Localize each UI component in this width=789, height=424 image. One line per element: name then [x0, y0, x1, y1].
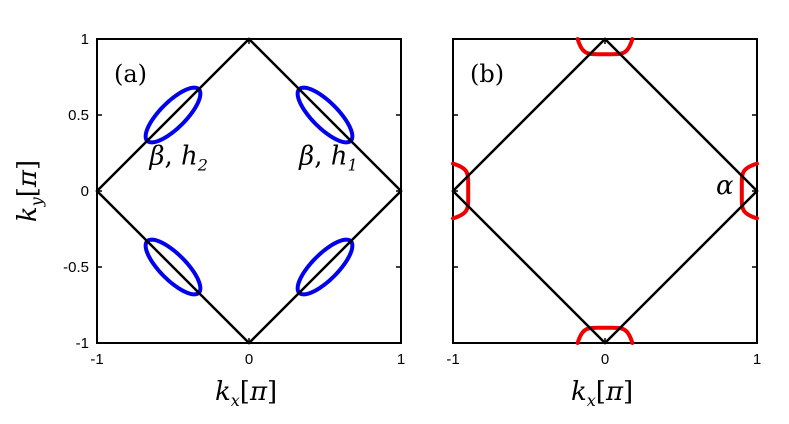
x-tick-label: 1 — [753, 351, 761, 368]
x-axis-label: kx[π] — [215, 377, 277, 410]
alpha-pocket-bottom — [575, 325, 635, 345]
alpha-pocket-top — [575, 37, 635, 57]
annotation-beta-h2: β, h2 — [148, 141, 208, 174]
y-tick-label: 1 — [81, 31, 89, 48]
alpha-pocket-right — [739, 161, 759, 221]
axes-frame — [452, 38, 758, 344]
x-tick-label: 0 — [245, 351, 253, 368]
x-tick-label: -1 — [446, 351, 459, 368]
annotation-alpha: α — [716, 171, 734, 201]
y-tick-label: 0.5 — [68, 107, 89, 124]
y-tick-label: -0.5 — [63, 259, 89, 276]
x-tick-label: 1 — [397, 351, 405, 368]
alpha-pocket-left — [451, 161, 471, 221]
y-tick-label: 0 — [81, 183, 89, 200]
y-tick-label: -1 — [76, 335, 89, 352]
x-axis-label: kx[π] — [571, 377, 633, 410]
panel-label: (a) — [114, 60, 147, 88]
x-tick-label: -1 — [90, 351, 103, 368]
axes-frame — [96, 38, 402, 344]
panel-label: (b) — [470, 60, 504, 88]
panel-b: -1 0 1 (b) α kx[π] — [446, 37, 761, 410]
annotation-beta-h1: β, h1 — [298, 141, 358, 174]
y-axis-label: ky[π] — [13, 160, 46, 222]
x-tick-label: 0 — [601, 351, 609, 368]
panel-a: -1 0 1 -1 -0.5 0 0.5 1 (a) β, h2 β, h1 kx[π] ky[π] — [13, 31, 405, 410]
